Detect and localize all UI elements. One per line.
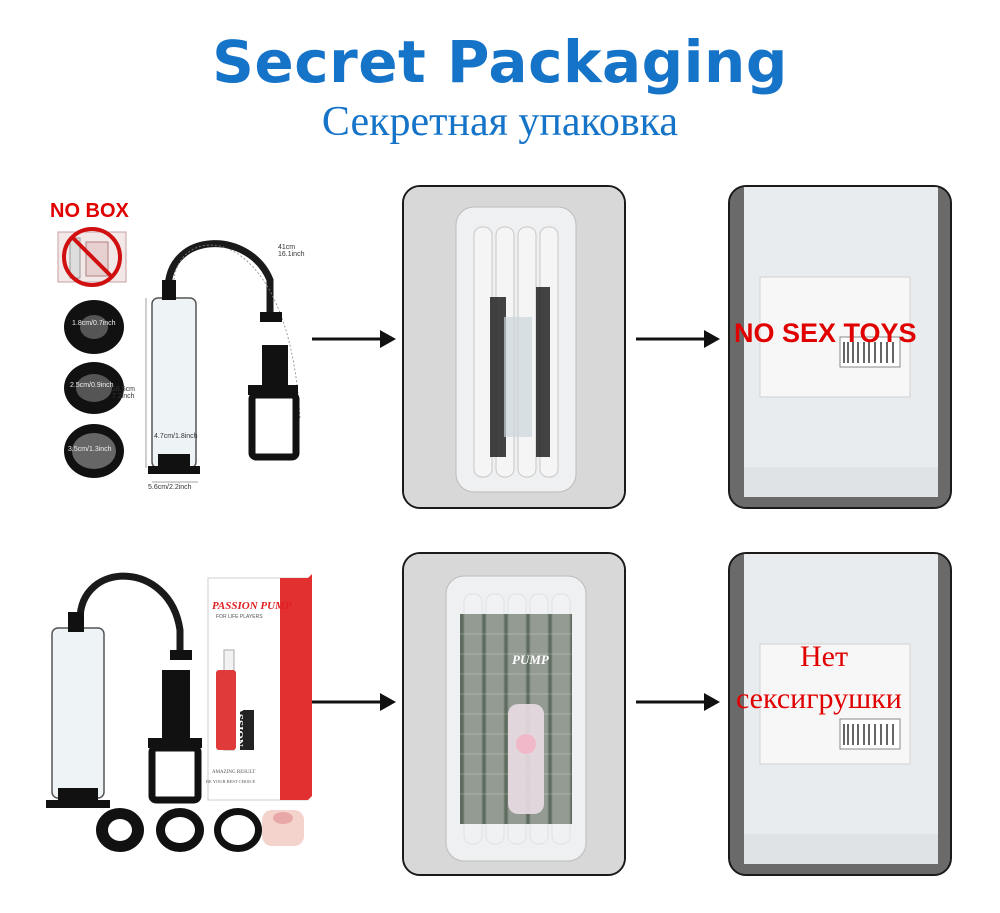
arrow-icon	[312, 693, 396, 711]
pump-product-image	[145, 240, 301, 483]
box-tagline-1: AMAZING RESULT	[212, 770, 256, 775]
ring-large	[64, 424, 124, 478]
arrow-icon	[636, 330, 720, 348]
ring-small	[64, 300, 124, 354]
shipping-bag-photo	[728, 552, 952, 876]
bubble-wrap-photo	[402, 552, 626, 876]
cylinder-inner-label: 4.7cm/1.8inch	[154, 433, 198, 440]
shipping-bag-photo	[728, 185, 952, 509]
cylinder-base-label: 5.6cm/2.2inch	[148, 484, 192, 491]
ring-medium	[64, 362, 124, 414]
no-sex-toys-label: NO SEX TOYS	[734, 318, 917, 348]
bag-brand-label: PUMP	[512, 652, 549, 667]
hose-length-label: 41cm 16.1inch	[278, 244, 305, 258]
page-title: Secret Packaging	[212, 28, 788, 96]
page-subtitle: Секретная упаковка	[321, 99, 679, 145]
box-tagline-2: BE YOUR BEST CHOICE	[206, 779, 256, 784]
arrow-icon	[636, 693, 720, 711]
ring-small-size: 1.8cm/0.7inch	[72, 320, 116, 327]
arrow-icon	[312, 330, 396, 348]
ring-medium-size: 2.5cm/0.9inch	[70, 382, 114, 389]
no-toys-russian-line2: сексигрушки	[736, 682, 902, 715]
box-subtitle-label: FOR LIFE PLAYERS	[216, 614, 263, 620]
no-toys-russian-line1: Нет	[800, 640, 849, 673]
no-box-label: NO BOX	[50, 200, 129, 222]
pump-with-box-image	[46, 572, 312, 852]
no-box-icon	[57, 227, 127, 287]
ring-large-size: 3.5cm/1.3inch	[68, 446, 112, 453]
box-brand-label: PASSION PUMP	[212, 600, 292, 612]
bubble-wrap-photo	[402, 185, 626, 509]
cylinder-height-label: 18.5cm 7.2inch	[112, 386, 135, 400]
